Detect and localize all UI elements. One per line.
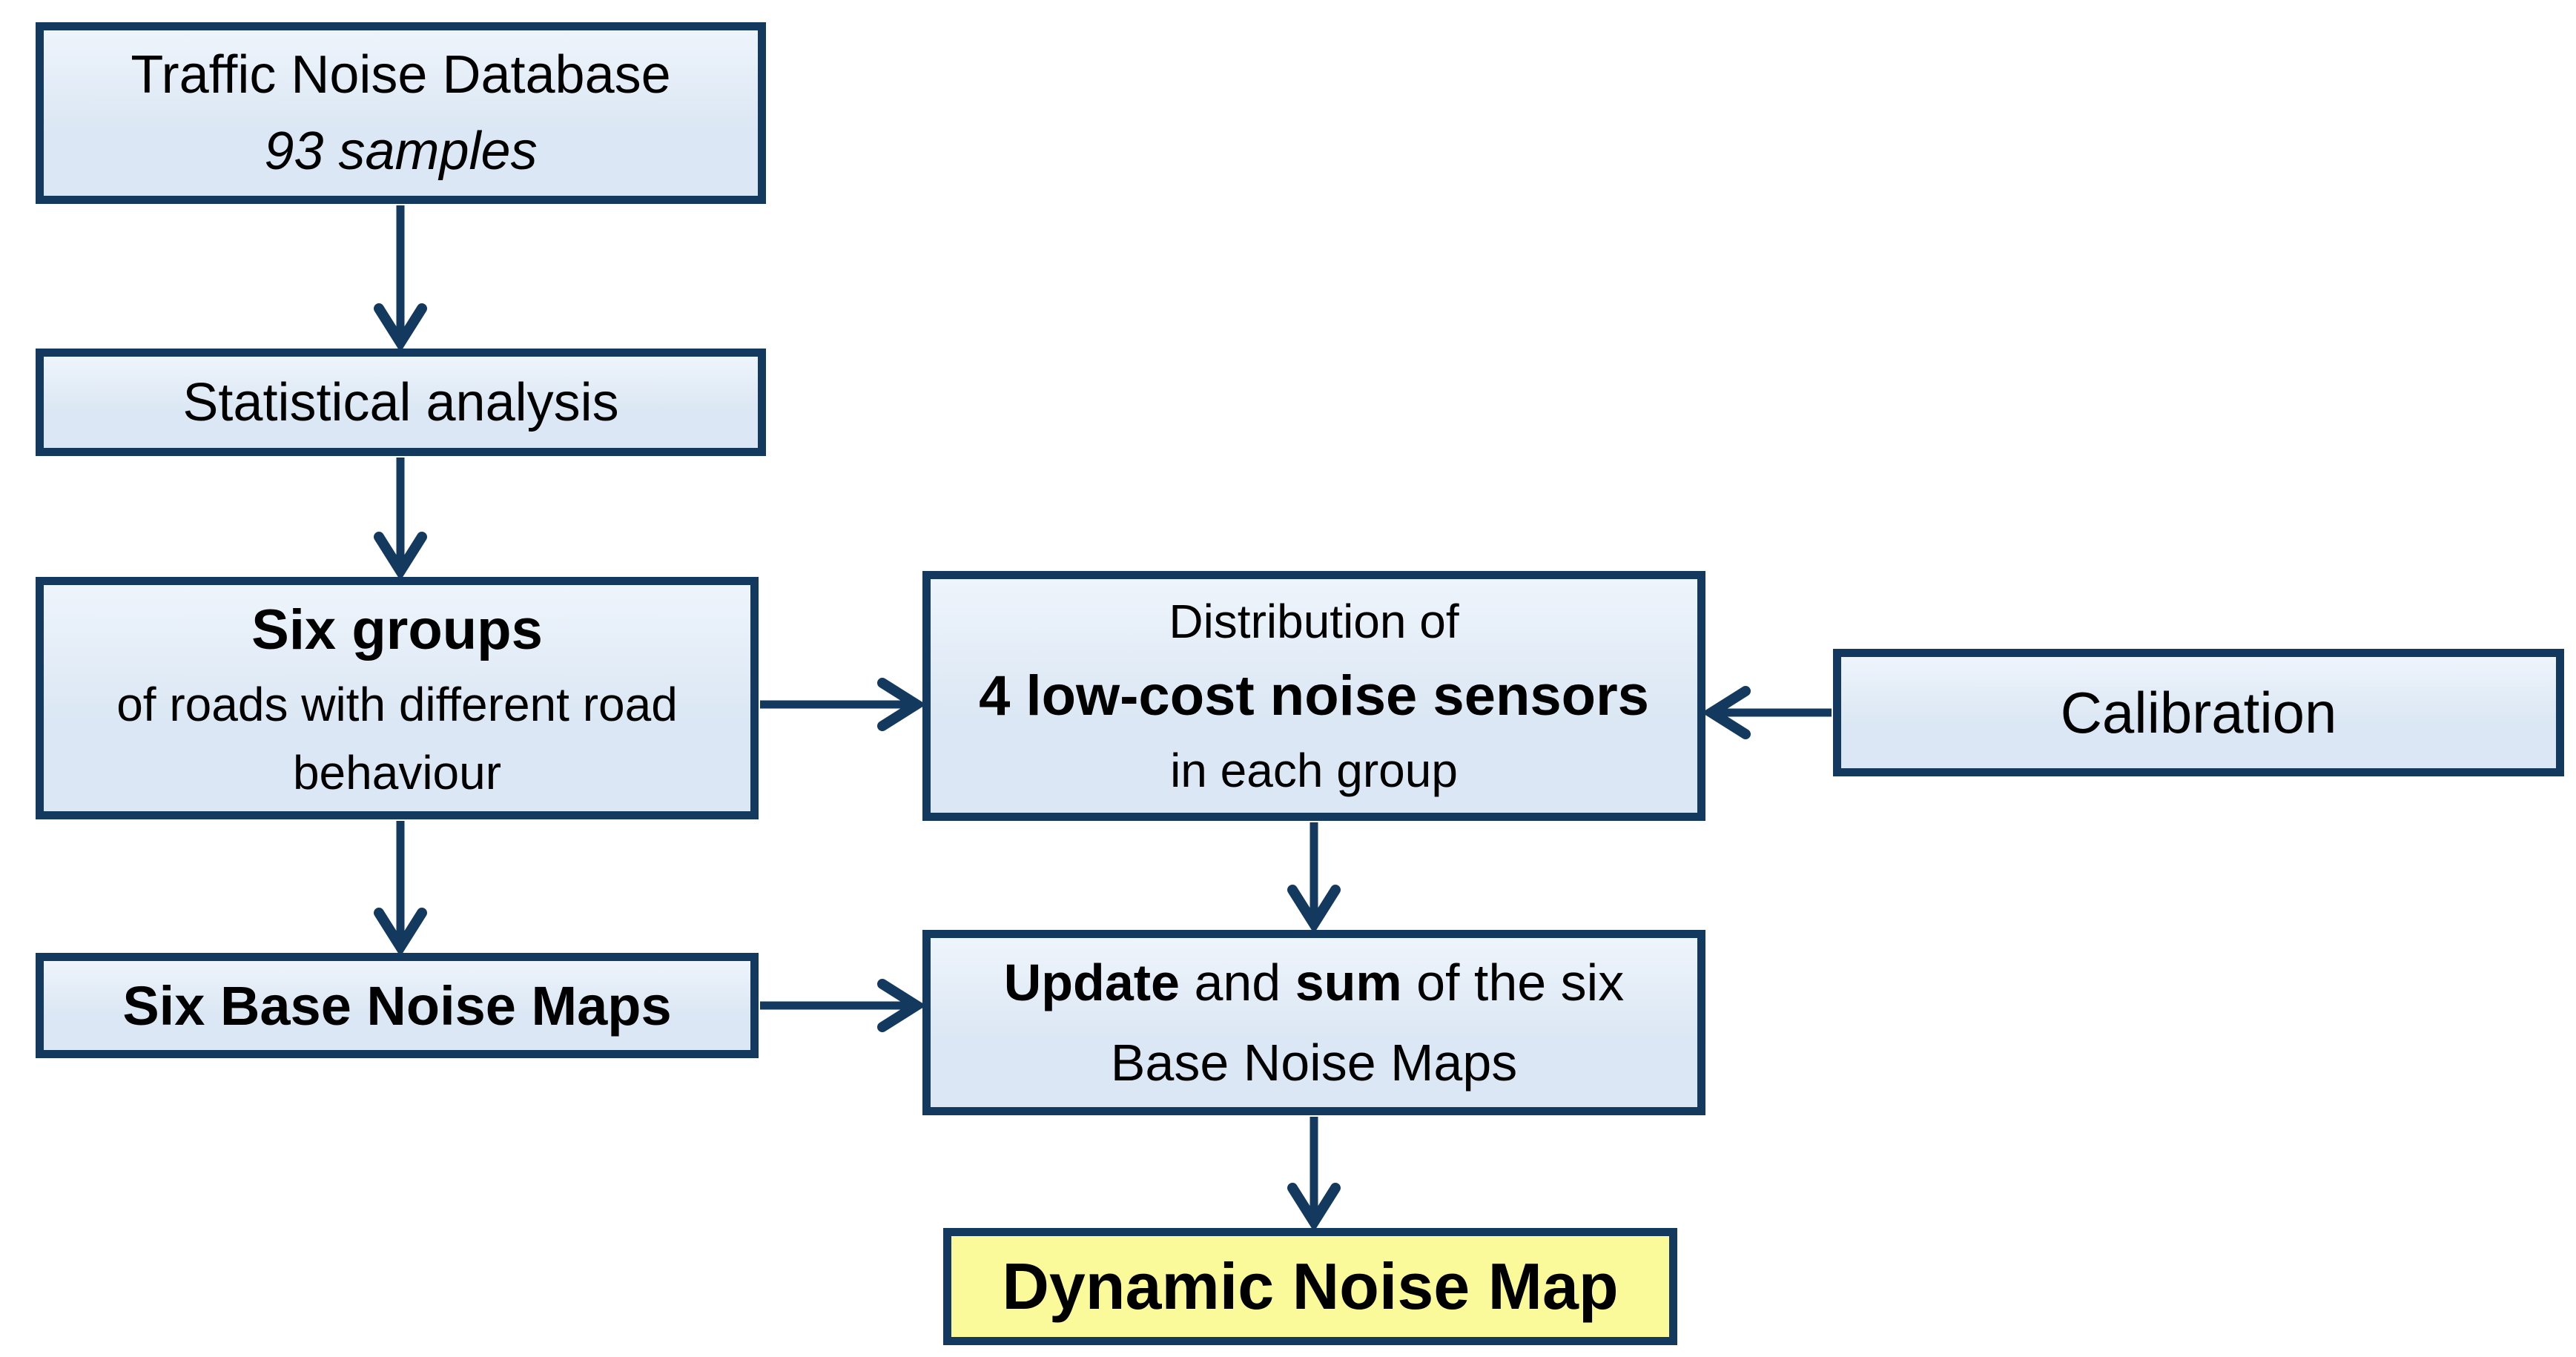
traffic-noise-database-box: Traffic Noise Database 93 samples bbox=[36, 22, 766, 204]
six-base-noise-maps-box: Six Base Noise Maps bbox=[36, 953, 759, 1058]
update-sum-line: Update and sum of the six bbox=[1004, 942, 1624, 1023]
six-groups-box: Six groups of roads with different road … bbox=[36, 577, 759, 819]
distribution-sensors-line: 4 low-cost noise sensors bbox=[979, 664, 1649, 727]
six-groups-subtitle-2: behaviour bbox=[292, 746, 502, 800]
six-groups-subtitle: of roads with different road bbox=[116, 678, 678, 732]
update-base-noise-maps-line: Base Noise Maps bbox=[1110, 1034, 1518, 1092]
and-word: and bbox=[1180, 953, 1295, 1011]
dynamic-noise-map-box: Dynamic Noise Map bbox=[943, 1228, 1677, 1345]
of-the-six-words: of the six bbox=[1401, 953, 1625, 1011]
distribution-group-line: in each group bbox=[1170, 744, 1458, 798]
traffic-noise-database-title: Traffic Noise Database bbox=[131, 45, 671, 105]
update-word: Update bbox=[1003, 953, 1180, 1011]
calibration-box: Calibration bbox=[1833, 649, 2564, 776]
dynamic-noise-map-label: Dynamic Noise Map bbox=[1002, 1249, 1619, 1323]
traffic-noise-database-samples: 93 samples bbox=[264, 121, 538, 181]
sum-word: sum bbox=[1295, 953, 1402, 1011]
statistical-analysis-label: Statistical analysis bbox=[182, 372, 619, 432]
six-base-noise-maps-label: Six Base Noise Maps bbox=[122, 974, 672, 1037]
six-groups-title: Six groups bbox=[251, 598, 543, 661]
update-sum-box: Update and sum of the six Base Noise Map… bbox=[922, 930, 1705, 1115]
calibration-label: Calibration bbox=[2060, 679, 2337, 745]
statistical-analysis-box: Statistical analysis bbox=[36, 349, 766, 456]
distribution-sensors-box: Distribution of 4 low-cost noise sensors… bbox=[922, 571, 1705, 821]
distribution-title: Distribution of bbox=[1169, 594, 1459, 648]
